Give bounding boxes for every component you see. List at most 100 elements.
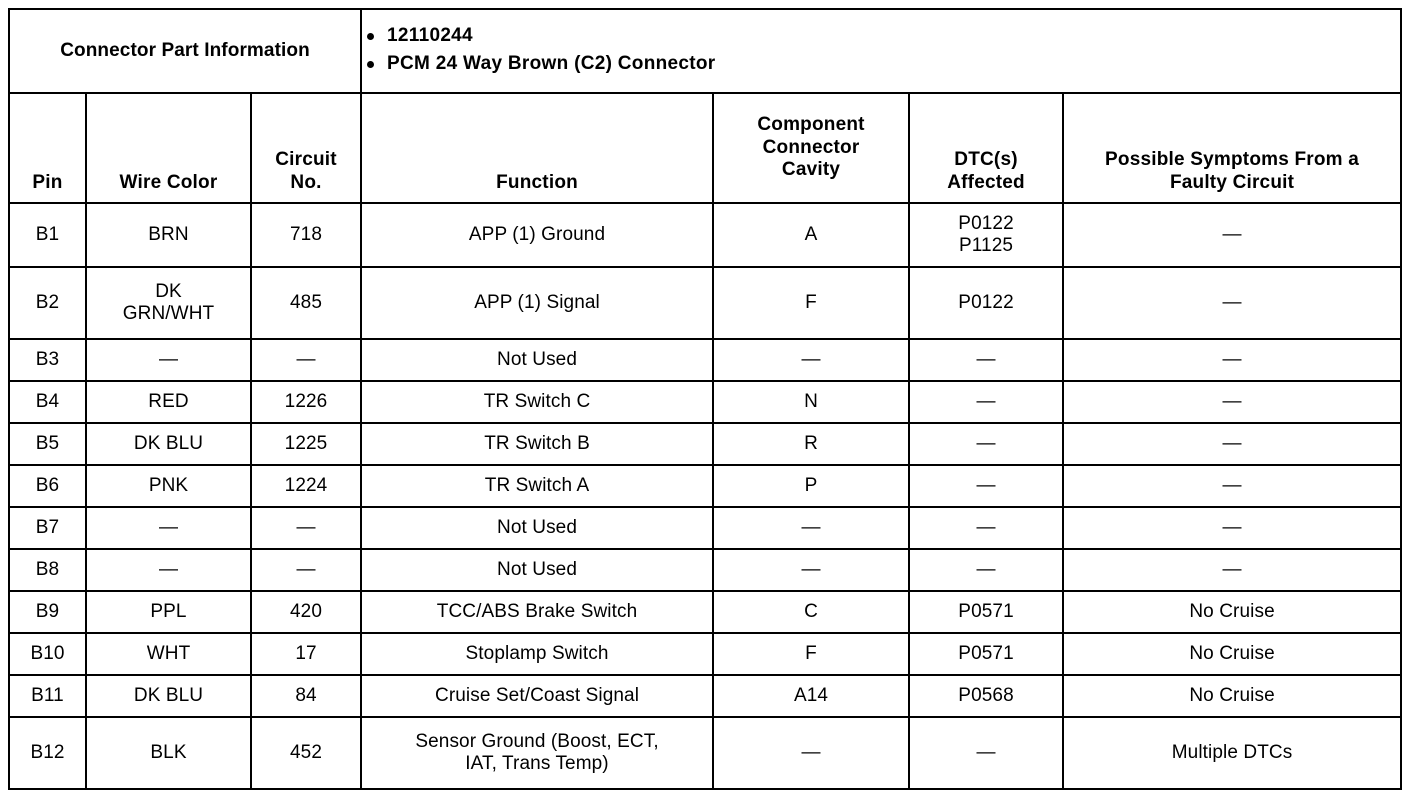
cell-cavity: A bbox=[712, 202, 911, 268]
cell-cavity: N bbox=[712, 380, 911, 424]
table-row: B2 DK GRN/WHT 485 APP (1) Signal F P0122… bbox=[8, 266, 1403, 340]
cell-pin: B4 bbox=[8, 380, 87, 424]
header-cavity-line2: Connector bbox=[762, 136, 860, 158]
cell-circuit-no: — bbox=[249, 506, 363, 550]
header-pin: Pin bbox=[8, 92, 87, 204]
cell-dtc: — bbox=[908, 338, 1065, 382]
header-circuit-no: Circuit No. bbox=[249, 92, 363, 204]
table-row: B1 BRN 718 APP (1) Ground A P0122 P1125 … bbox=[8, 202, 1403, 268]
cell-pin: B6 bbox=[8, 464, 87, 508]
cell-cavity: P bbox=[712, 464, 911, 508]
cell-symptom: No Cruise bbox=[1062, 590, 1403, 634]
cell-symptom: — bbox=[1062, 338, 1403, 382]
connector-description-bullet: PCM 24 Way Brown (C2) Connector bbox=[367, 54, 1397, 73]
cell-wire-color: — bbox=[85, 338, 252, 382]
cell-cavity: F bbox=[712, 632, 911, 676]
cell-wire-color: WHT bbox=[85, 632, 252, 676]
cell-cavity: A14 bbox=[712, 674, 911, 718]
cell-dtc-line1: P0122 bbox=[958, 212, 1014, 234]
cell-function: APP (1) Signal bbox=[360, 266, 715, 340]
cell-circuit-no: 485 bbox=[249, 266, 363, 340]
cell-function-line2: IAT, Trans Temp) bbox=[465, 753, 609, 774]
connector-pinout-table: Connector Part Information 12110244 PCM … bbox=[7, 8, 1403, 790]
scanned-page: Connector Part Information 12110244 PCM … bbox=[7, 8, 1403, 790]
header-cavity-line3: Cavity bbox=[781, 159, 841, 181]
column-header-row: Pin Wire Color Circuit No. Function Comp… bbox=[8, 92, 1403, 204]
cell-dtc: P0571 bbox=[908, 590, 1065, 634]
connector-part-bullets: 12110244 PCM 24 Way Brown (C2) Connector bbox=[360, 8, 1403, 94]
cell-wire-color-line1: DK bbox=[155, 280, 182, 302]
cell-circuit-no: — bbox=[249, 338, 363, 382]
table-row: B12 BLK 452 Sensor Ground (Boost, ECT, I… bbox=[8, 716, 1403, 790]
cell-circuit-no: 17 bbox=[249, 632, 363, 676]
cell-cavity: F bbox=[712, 266, 911, 340]
cell-cavity: — bbox=[712, 506, 911, 550]
cell-pin: B8 bbox=[8, 548, 87, 592]
cell-dtc: — bbox=[908, 380, 1065, 424]
connector-part-information-label: Connector Part Information bbox=[7, 8, 363, 94]
cell-dtc: — bbox=[908, 422, 1065, 466]
table-row: B6 PNK 1224 TR Switch A P — — bbox=[8, 464, 1403, 508]
cell-wire-color: BRN bbox=[85, 202, 252, 268]
header-symptom-line1: Possible Symptoms From a bbox=[1105, 149, 1360, 171]
cell-cavity: — bbox=[712, 716, 911, 790]
cell-wire-color: — bbox=[85, 548, 252, 592]
cell-wire-color: PPL bbox=[85, 590, 252, 634]
cell-pin: B2 bbox=[8, 266, 87, 340]
cell-symptom: — bbox=[1062, 202, 1403, 268]
connector-info-row: Connector Part Information 12110244 PCM … bbox=[7, 8, 1403, 94]
header-function: Function bbox=[360, 92, 715, 204]
cell-circuit-no: 1226 bbox=[249, 380, 363, 424]
cell-wire-color: BLK bbox=[85, 716, 252, 790]
cell-symptom: — bbox=[1062, 380, 1403, 424]
header-circuit-no-line1: Circuit bbox=[275, 149, 337, 171]
cell-symptom: — bbox=[1062, 506, 1403, 550]
cell-dtc: — bbox=[908, 506, 1065, 550]
cell-symptom: Multiple DTCs bbox=[1062, 716, 1403, 790]
table-row: B11 DK BLU 84 Cruise Set/Coast Signal A1… bbox=[8, 674, 1403, 718]
cell-wire-color: RED bbox=[85, 380, 252, 424]
cell-wire-color-line2: GRN/WHT bbox=[122, 303, 215, 324]
cell-symptom: No Cruise bbox=[1062, 674, 1403, 718]
cell-wire-color: DK BLU bbox=[85, 674, 252, 718]
cell-function-line1: Sensor Ground (Boost, ECT, bbox=[415, 730, 659, 752]
cell-wire-color: PNK bbox=[85, 464, 252, 508]
cell-pin: B9 bbox=[8, 590, 87, 634]
table-row: B8 — — Not Used — — — bbox=[8, 548, 1403, 592]
header-circuit-no-line2: No. bbox=[290, 171, 322, 193]
cell-symptom: — bbox=[1062, 548, 1403, 592]
header-symptom-line2: Faulty Circuit bbox=[1169, 171, 1295, 193]
cell-dtc: P0571 bbox=[908, 632, 1065, 676]
table-row: B9 PPL 420 TCC/ABS Brake Switch C P0571 … bbox=[8, 590, 1403, 634]
cell-circuit-no: — bbox=[249, 548, 363, 592]
cell-wire-color: DK GRN/WHT bbox=[85, 266, 252, 340]
table-row: B7 — — Not Used — — — bbox=[8, 506, 1403, 550]
cell-pin: B1 bbox=[8, 202, 87, 268]
table-row: B5 DK BLU 1225 TR Switch B R — — bbox=[8, 422, 1403, 466]
header-cavity-line1: Component bbox=[757, 114, 865, 136]
cell-dtc: P0122 bbox=[908, 266, 1065, 340]
cell-function: APP (1) Ground bbox=[360, 202, 715, 268]
cell-function: Stoplamp Switch bbox=[360, 632, 715, 676]
cell-pin: B7 bbox=[8, 506, 87, 550]
cell-circuit-no: 420 bbox=[249, 590, 363, 634]
part-number-bullet: 12110244 bbox=[367, 26, 1397, 45]
cell-function: TR Switch A bbox=[360, 464, 715, 508]
cell-dtc: P0122 P1125 bbox=[908, 202, 1065, 268]
cell-pin: B5 bbox=[8, 422, 87, 466]
cell-pin: B3 bbox=[8, 338, 87, 382]
cell-dtc: — bbox=[908, 548, 1065, 592]
cell-cavity: R bbox=[712, 422, 911, 466]
cell-function: TR Switch B bbox=[360, 422, 715, 466]
cell-pin: B10 bbox=[8, 632, 87, 676]
cell-dtc-line2: P1125 bbox=[959, 235, 1014, 256]
cell-cavity: — bbox=[712, 338, 911, 382]
cell-circuit-no: 452 bbox=[249, 716, 363, 790]
header-dtc-line1: DTC(s) bbox=[954, 149, 1018, 171]
cell-function: Not Used bbox=[360, 506, 715, 550]
part-bullet-list: 12110244 PCM 24 Way Brown (C2) Connector bbox=[365, 26, 1397, 73]
cell-function: Not Used bbox=[360, 548, 715, 592]
cell-pin: B11 bbox=[8, 674, 87, 718]
header-possible-symptoms: Possible Symptoms From a Faulty Circuit bbox=[1062, 92, 1403, 204]
cell-dtc: P0568 bbox=[908, 674, 1065, 718]
